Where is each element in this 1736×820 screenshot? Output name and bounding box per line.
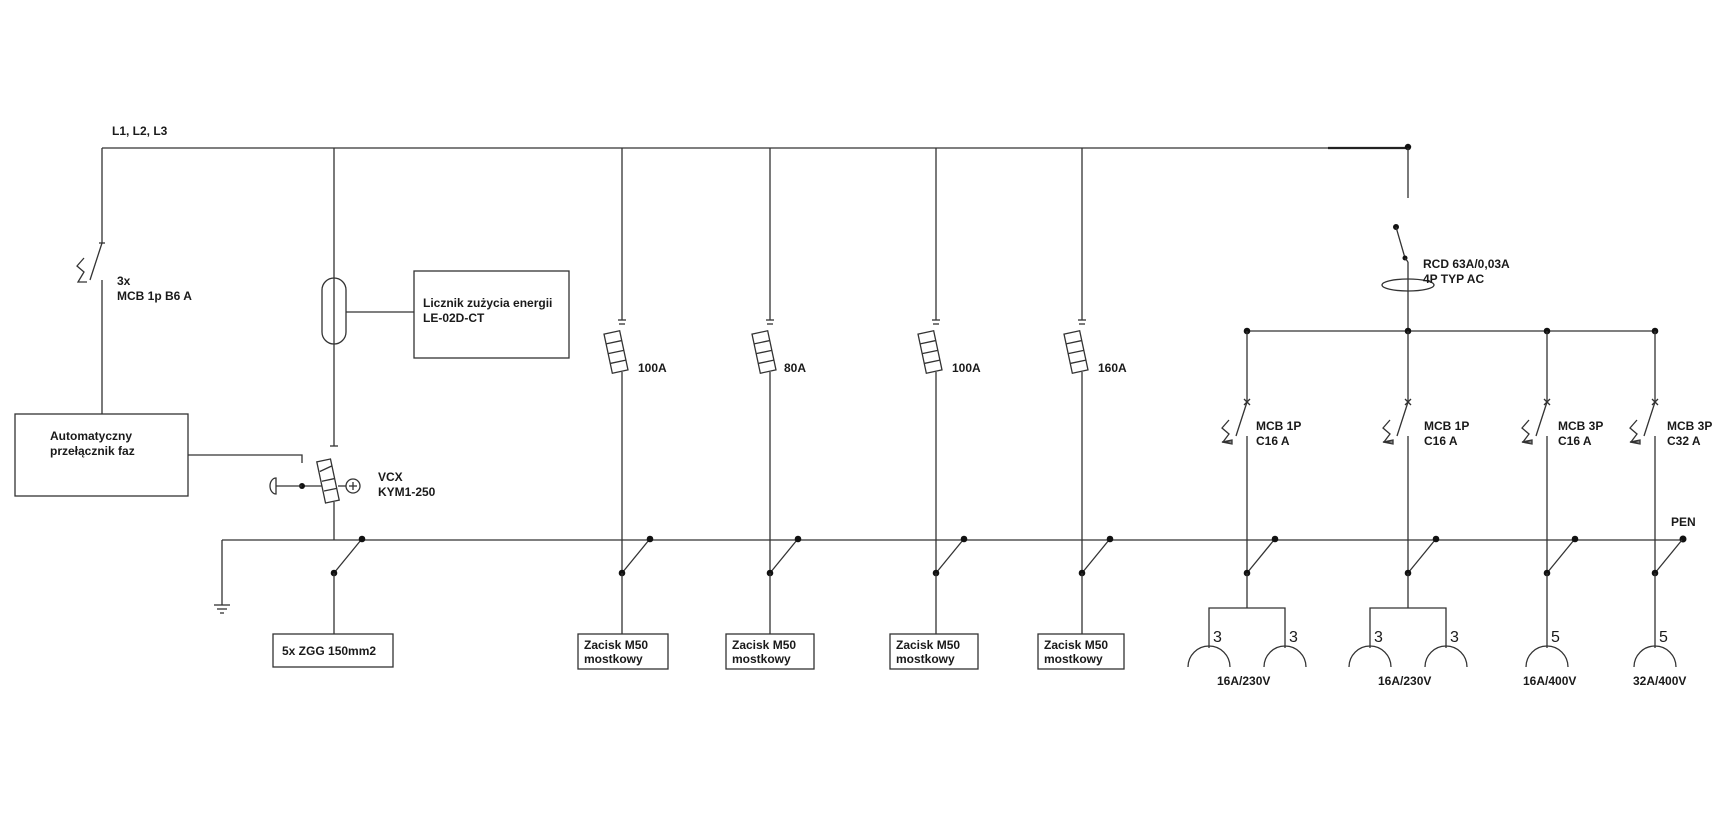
circuit-2-breaker-line2: C16 A xyxy=(1424,434,1458,448)
bus-label: L1, L2, L3 xyxy=(112,124,168,138)
circuit-2-label: 16A/230V xyxy=(1378,674,1431,688)
circuit-3-socket-poles: 5 xyxy=(1551,629,1560,646)
circuit-1-socket-2-poles: 3 xyxy=(1289,629,1298,646)
circuit-1-label: 16A/230V xyxy=(1217,674,1270,688)
fuse-branch-2 xyxy=(725,148,815,670)
meter-line2: LE-02D-CT xyxy=(423,311,485,325)
main-fuse-line1: VCX xyxy=(378,470,403,484)
circuit-3-breaker-line2: C16 A xyxy=(1558,434,1592,448)
fuse-branch-1 xyxy=(577,148,669,670)
fuse-1-terminal-line1: Zacisk M50 xyxy=(584,638,648,652)
circuit-1-socket-1-poles: 3 xyxy=(1213,629,1222,646)
fuse-4-rating: 160A xyxy=(1098,361,1127,375)
circuit-2-breaker xyxy=(1382,331,1440,577)
fuse-2-terminal-line2: mostkowy xyxy=(732,652,791,666)
main-fuse-line2: KYM1-250 xyxy=(378,485,436,499)
fuse-branch-3 xyxy=(889,148,979,670)
circuit-4-breaker-line2: C32 A xyxy=(1667,434,1701,448)
circuit-2-socket-2-poles: 3 xyxy=(1450,629,1459,646)
circuit-1-breaker-line2: C16 A xyxy=(1256,434,1290,448)
circuit-4-socket xyxy=(1633,573,1677,668)
rcd-device xyxy=(1381,148,1435,330)
rcd-line1: RCD 63A/0,03A xyxy=(1423,257,1510,271)
fuse-3-terminal-line1: Zacisk M50 xyxy=(896,638,960,652)
circuit-2-breaker-line1: MCB 1P xyxy=(1424,419,1469,433)
pen-label: PEN xyxy=(1671,515,1696,529)
circuit-1-sockets xyxy=(1187,573,1307,668)
pen-bus xyxy=(214,535,1687,614)
current-transformer xyxy=(321,148,414,447)
circuit-3-label: 16A/400V xyxy=(1523,674,1576,688)
fuse-3-terminal-line2: mostkowy xyxy=(896,652,955,666)
circuit-1-breaker-line1: MCB 1P xyxy=(1256,419,1301,433)
fuse-2-rating: 80A xyxy=(784,361,806,375)
circuit-3-socket xyxy=(1525,573,1569,668)
meter-line1: Licznik zużycia energii xyxy=(423,296,552,310)
phase-switch-line1: Automatyczny xyxy=(50,429,132,443)
mcb-b6-breaker xyxy=(76,148,105,414)
circuit-2-socket-1-poles: 3 xyxy=(1374,629,1383,646)
fuse-3-rating: 100A xyxy=(952,361,981,375)
fuse-1-terminal-line2: mostkowy xyxy=(584,652,643,666)
fuse-2-terminal-line1: Zacisk M50 xyxy=(732,638,796,652)
circuit-3-breaker-line1: MCB 3P xyxy=(1558,419,1603,433)
main-terminal-label: 5x ZGG 150mm2 xyxy=(282,644,376,658)
rcd-output-bus xyxy=(1243,327,1659,335)
phase-switch-control-wire xyxy=(188,454,303,463)
mcb-b6-count: 3x xyxy=(117,274,131,288)
fuse-4-terminal-line2: mostkowy xyxy=(1044,652,1103,666)
phase-switch-line2: przełącznik faz xyxy=(50,444,135,458)
fuse-4-terminal-line1: Zacisk M50 xyxy=(1044,638,1108,652)
circuit-4-label: 32A/400V xyxy=(1633,674,1686,688)
circuit-4-breaker-line1: MCB 3P xyxy=(1667,419,1712,433)
energy-meter-box xyxy=(413,270,570,359)
main-fuse xyxy=(269,458,361,540)
fuse-branch-4 xyxy=(1037,148,1125,670)
circuit-2-sockets xyxy=(1348,573,1468,668)
main-isolator xyxy=(272,535,394,668)
circuit-4-breaker xyxy=(1629,331,1683,577)
mcb-b6-type: MCB 1p B6 A xyxy=(117,289,192,303)
rcd-line2: 4P TYP AC xyxy=(1423,272,1484,286)
main-bus xyxy=(102,143,1412,151)
circuit-4-socket-poles: 5 xyxy=(1659,629,1668,646)
fuse-1-rating: 100A xyxy=(638,361,667,375)
